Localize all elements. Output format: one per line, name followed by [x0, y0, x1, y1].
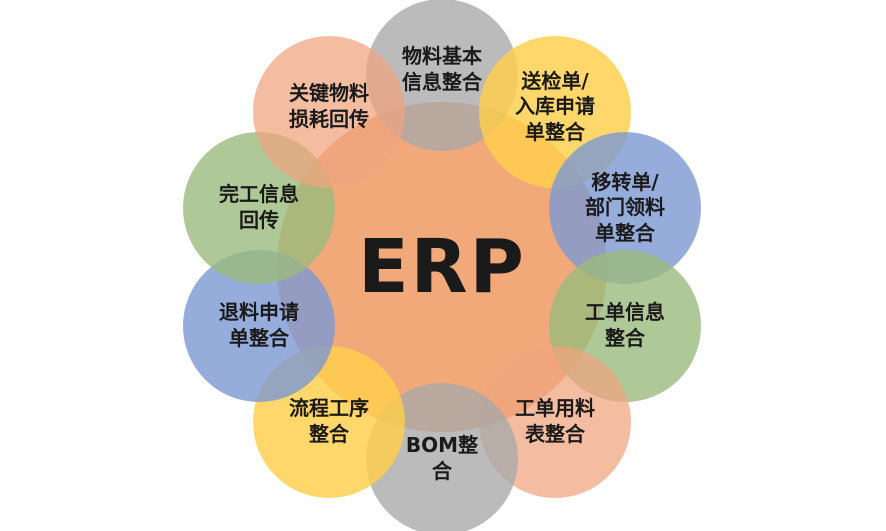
circle-transfer-dept-requisition-label: 移转单/ 部门领料 单整合: [585, 169, 665, 245]
circle-workorder-info-label: 工单信息 整合: [585, 300, 665, 350]
circle-material-basic-info-label: 物料基本 信息整合: [402, 44, 482, 94]
circle-key-material-loss-feedback: 关键物料 损耗回传: [253, 36, 405, 188]
circle-process-route-label: 流程工序 整合: [289, 396, 369, 446]
circle-bom-integration-label: BOM整 合: [405, 433, 479, 483]
circle-completion-feedback-label: 完工信息 回传: [219, 182, 299, 232]
erp-label: ERP: [358, 224, 526, 310]
circle-key-material-loss-feedback-label: 关键物料 损耗回传: [289, 81, 369, 131]
circle-material-return-request-label: 退料申请 单整合: [219, 300, 299, 350]
circle-inspection-warehouse-request-label: 送检单/ 入库申请 单整合: [515, 68, 595, 144]
circle-workorder-material-list-label: 工单用料 表整合: [515, 396, 595, 446]
